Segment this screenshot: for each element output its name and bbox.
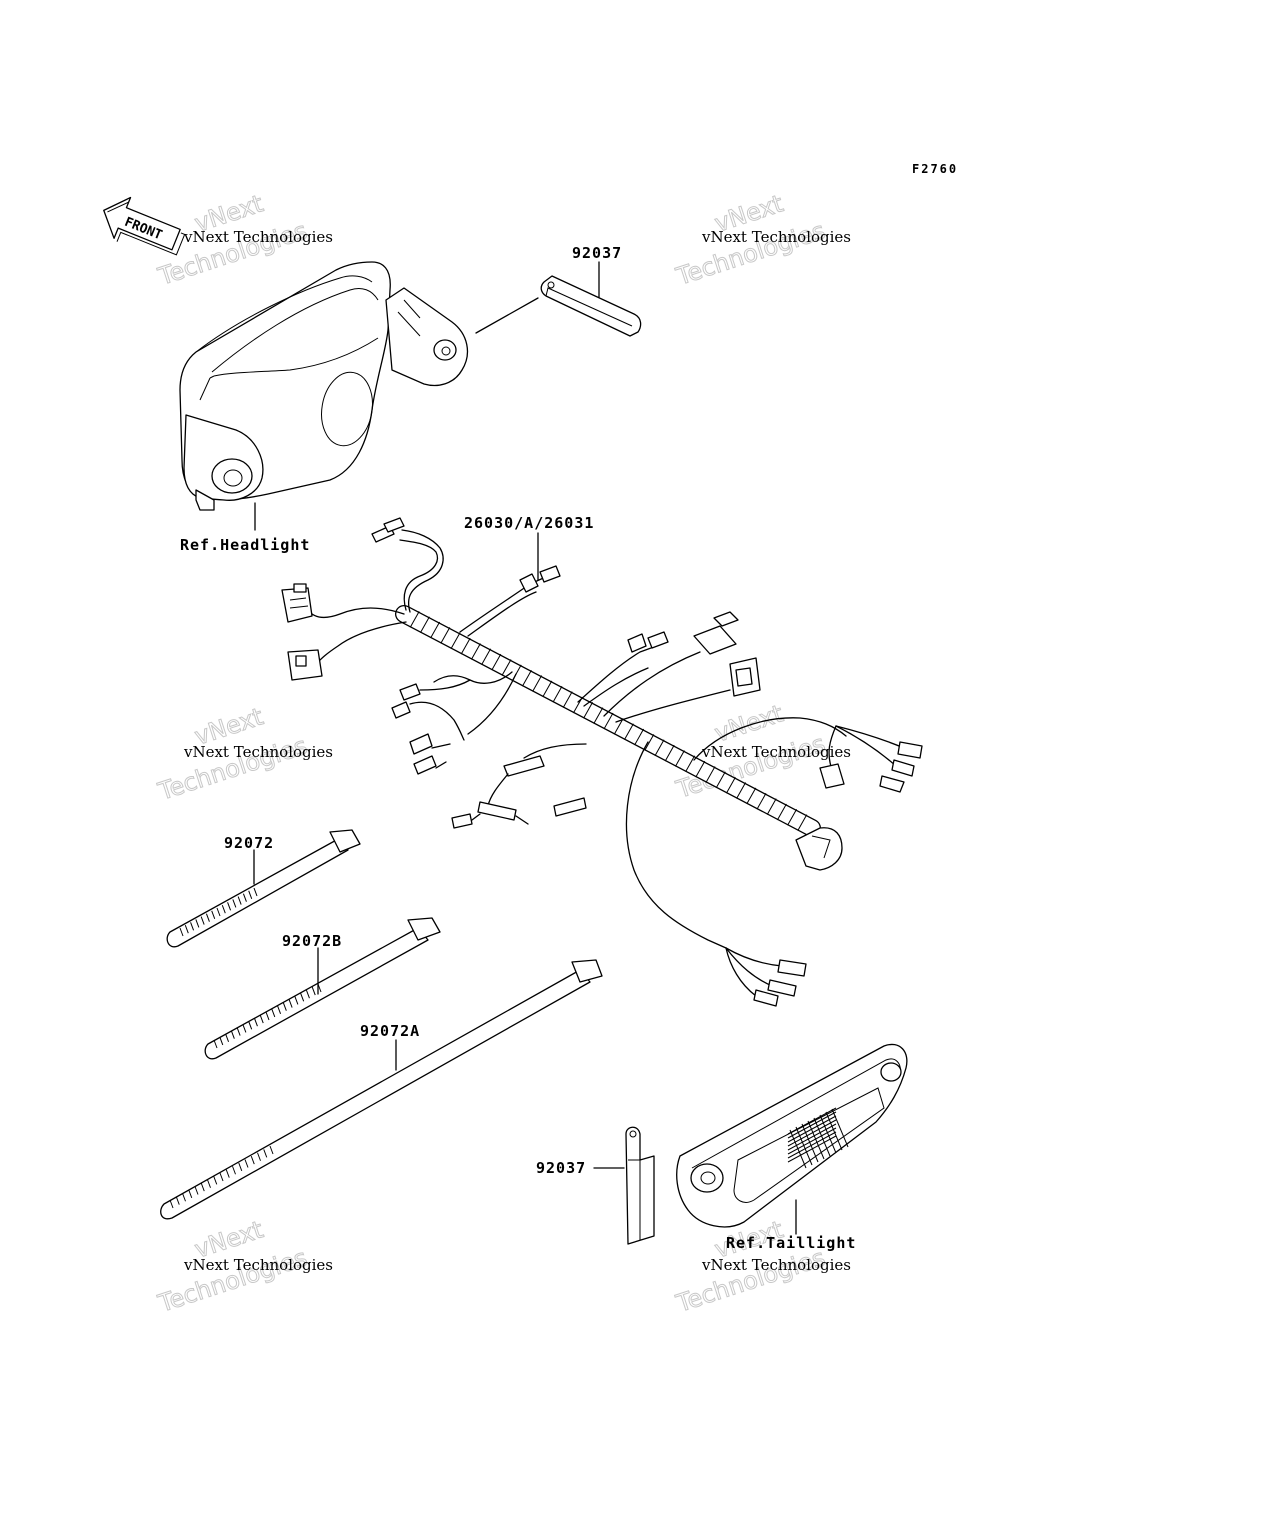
diagram-code: F2760: [912, 162, 958, 176]
cable-tie-92072A: [160, 959, 603, 1220]
watermark-mid-right: vNext Technologies vNext Technologies: [672, 699, 851, 805]
bracket-92037-bottom: [625, 1126, 655, 1245]
callout-bracket-bottom: 92037: [536, 1159, 586, 1177]
cable-tie-92072B: [204, 917, 441, 1060]
callout-harness: 26030/A/26031: [464, 514, 594, 532]
watermark-bottom-right: vNext Technologies vNext Technologies: [672, 1215, 851, 1319]
callout-bracket-top: 92037: [572, 244, 622, 262]
watermark-bottom-left: vNext Technologies vNext Technologies: [154, 1215, 333, 1319]
callout-tie-medium: 92072B: [282, 932, 342, 950]
svg-text:vNext Technologies: vNext Technologies: [701, 228, 851, 246]
callout-tie-long: 92072A: [360, 1022, 420, 1040]
svg-text:vNext: vNext: [711, 699, 786, 747]
watermark-top-right: vNext Technologies vNext Technologies: [672, 189, 851, 292]
svg-text:vNext Technologies: vNext Technologies: [701, 1256, 851, 1274]
front-arrow-icon: FRONT: [103, 196, 186, 256]
svg-text:vNext Technologies: vNext Technologies: [183, 743, 333, 761]
bracket-top-leader: [475, 297, 539, 334]
callout-taillight-ref: Ref.Taillight: [726, 1234, 856, 1252]
callout-tie-short: 92072: [224, 834, 274, 852]
callout-headlight-ref: Ref.Headlight: [180, 536, 310, 554]
watermark-mid-left: vNext Technologies vNext Technologies: [154, 702, 333, 807]
bracket-92037-top: [540, 275, 642, 337]
svg-text:vNext Technologies: vNext Technologies: [183, 228, 333, 246]
svg-text:Technologies: Technologies: [154, 1243, 310, 1318]
wiring-harness: [281, 517, 923, 1007]
svg-text:vNext Technologies: vNext Technologies: [701, 743, 851, 761]
taillight-drawing: [676, 1043, 908, 1228]
headlight-drawing: [179, 261, 469, 511]
svg-text:vNext Technologies: vNext Technologies: [183, 1256, 333, 1274]
cable-tie-92072: [166, 829, 361, 948]
svg-text:Technologies: Technologies: [672, 1243, 828, 1318]
watermark-top-left: vNext Technologies vNext Technologies: [154, 189, 333, 292]
